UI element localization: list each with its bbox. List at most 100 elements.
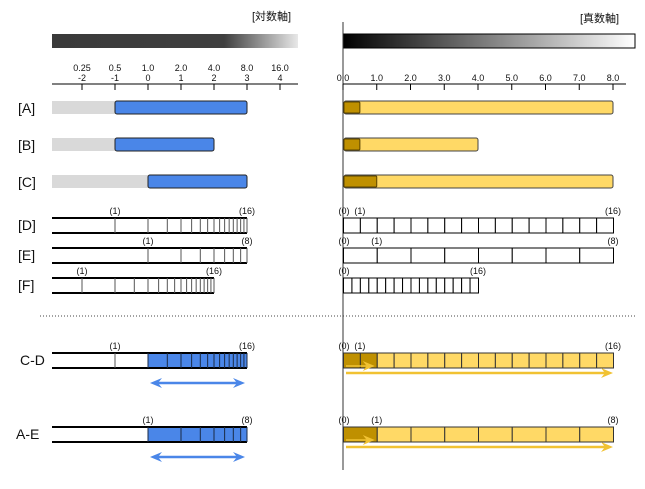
linear-scale-cell [393, 217, 412, 234]
linear-axis-tick-label: 3.0 [438, 73, 451, 83]
linear-scale-cell [427, 217, 446, 234]
log-range-background [52, 138, 115, 151]
log-axis-exponent-label: -2 [78, 73, 86, 83]
log-range-double-arrow-head [233, 452, 245, 462]
row-label: A-E [16, 426, 39, 442]
linear-scale-last-label: (16) [470, 266, 486, 276]
linear-scale-cell [343, 247, 378, 264]
log-range-background [52, 101, 115, 114]
linear-scale-cell [545, 247, 581, 264]
log-axis-exponent-label: 1 [178, 73, 183, 83]
log-axis-exponent-label: 4 [277, 73, 282, 83]
log-axis-exponent-label: 3 [244, 73, 249, 83]
linear-scale-cell [427, 277, 437, 294]
log-scale-first-label: (1) [143, 236, 154, 246]
linear-scale-cell [444, 426, 479, 443]
linear-range-bar [343, 137, 479, 152]
linear-scale-cell [410, 217, 429, 234]
linear-scale-cell [469, 277, 479, 294]
linear-scale-cell [511, 352, 530, 369]
linear-scale-first-label: (1) [354, 206, 365, 216]
linear-scale-cell [461, 277, 471, 294]
linear-scale-first-label: (1) [371, 236, 382, 246]
linear-scale-cell [376, 247, 412, 264]
linear-scale-cell [368, 277, 378, 294]
log-axis-value-label: 0.25 [73, 63, 91, 73]
linear-scale-cell [478, 352, 496, 369]
log-scale-first-label: (1) [77, 266, 88, 276]
linear-scale-cell [478, 247, 513, 264]
log-axis-value-label: 16.0 [271, 63, 289, 73]
linear-scale-cell [427, 352, 446, 369]
linear-scale-cell [393, 277, 404, 294]
linear-scale-cell [343, 277, 353, 294]
linear-axis-tick-label: 1.0 [370, 73, 383, 83]
log-scale-first-label: (1) [143, 415, 154, 425]
linear-scale-cell [545, 217, 564, 234]
log-scale-last-label: (8) [242, 415, 253, 425]
log-gradient-bar [52, 34, 298, 48]
row-label: [F] [18, 277, 34, 293]
linear-short-arrow-head [362, 435, 375, 445]
log-axis-value-label: 8.0 [241, 63, 254, 73]
linear-axis-tick-label: 4.0 [472, 73, 485, 83]
linear-axis-tick-label: 2.0 [404, 73, 417, 83]
log-range-bar [147, 174, 248, 189]
log-axis-value-label: 0.5 [109, 63, 122, 73]
linear-scale-cell [444, 217, 463, 234]
linear-scale-cell [435, 277, 446, 294]
linear-scale-cell [461, 217, 479, 234]
linear-axis-tick-label: 7.0 [573, 73, 586, 83]
linear-scale-cell [410, 352, 429, 369]
linear-scale-cell [376, 426, 412, 443]
linear-scale-zero-label: (0) [339, 206, 350, 216]
linear-scale-cell [478, 426, 513, 443]
linear-scale-cell [385, 277, 395, 294]
log-axis-exponent-label: -1 [111, 73, 119, 83]
linear-scale-cell [444, 277, 454, 294]
linear-scale-cell [351, 277, 361, 294]
log-range-bar [114, 137, 215, 152]
linear-scale-cell [528, 352, 547, 369]
linear-scale-last-label: (8) [608, 236, 619, 246]
linear-scale-cell [579, 426, 614, 443]
linear-scale-zero-label: (0) [339, 341, 350, 351]
linear-axis-tick-label: 6.0 [539, 73, 552, 83]
log-scale-last-label: (8) [242, 236, 253, 246]
log-scale-first-label: (1) [110, 206, 121, 216]
linear-range-bar [343, 100, 614, 115]
linear-scale-cell [562, 352, 581, 369]
linear-scale-cell [545, 352, 564, 369]
linear-axis-title: [真数軸] [580, 11, 619, 25]
linear-scale-cell [452, 277, 463, 294]
linear-scale-zero-label: (0) [339, 236, 350, 246]
linear-scale-cell [402, 277, 412, 294]
linear-scale-cell [579, 247, 614, 264]
linear-scale-cell [376, 352, 395, 369]
linear-short-arrow-head [362, 361, 375, 371]
linear-long-arrow-head [601, 442, 613, 452]
linear-gradient-bar [342, 33, 636, 49]
log-highlighted-range [148, 427, 247, 442]
linear-scale-cell [410, 426, 446, 443]
log-axis-value-label: 4.0 [208, 63, 221, 73]
log-range-double-arrow-head [233, 378, 245, 388]
linear-scale-cell [359, 277, 370, 294]
log-axis-exponent-label: 2 [211, 73, 216, 83]
linear-scale-cell [528, 217, 547, 234]
linear-scale-cell [461, 352, 479, 369]
linear-scale-cell [579, 217, 598, 234]
linear-scale-last-label: (16) [605, 206, 621, 216]
log-scale-last-label: (16) [206, 266, 222, 276]
linear-scale-cell [359, 217, 378, 234]
linear-scale-cell [511, 247, 547, 264]
log-axis-value-label: 2.0 [175, 63, 188, 73]
linear-scale-cell [579, 352, 598, 369]
row-label: C-D [20, 352, 45, 368]
linear-range-dark-segment [343, 101, 361, 114]
linear-scale-cell [376, 217, 395, 234]
linear-scale-cell [545, 426, 581, 443]
log-scale-first-label: (1) [110, 341, 121, 351]
linear-axis-tick-label: 5.0 [505, 73, 518, 83]
linear-range-bar [343, 174, 614, 189]
